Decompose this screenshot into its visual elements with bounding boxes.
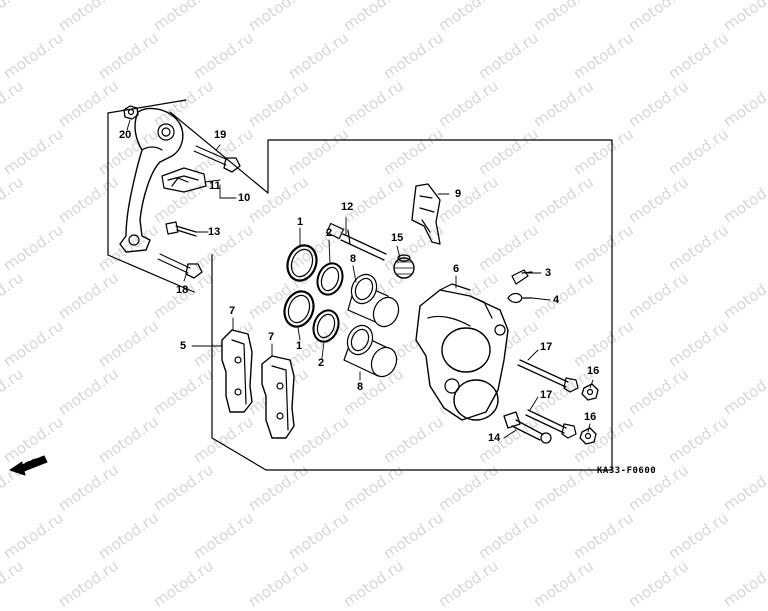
pin-13	[165, 221, 197, 237]
callout-7-right: 7	[268, 331, 275, 343]
callout-18: 18	[176, 284, 189, 296]
callout-5: 5	[180, 340, 187, 352]
diagram-code: KA33-F0600	[597, 466, 657, 476]
bolt-14	[503, 411, 552, 444]
callout-1-bottom: 1	[296, 340, 303, 352]
nut-20	[123, 105, 139, 120]
piston-8-upper	[347, 273, 400, 328]
callout-16-bottom: 16	[584, 411, 597, 423]
callout-7-left: 7	[229, 305, 236, 317]
callout-19: 19	[214, 129, 227, 141]
nut-16-lower	[579, 427, 597, 445]
boot-15	[393, 254, 415, 279]
caliper-body-6	[415, 283, 509, 421]
bleeder-cap-4	[507, 292, 533, 304]
piston-8-lower	[343, 324, 398, 378]
callout-12: 12	[341, 201, 354, 213]
pad-pin-17-lower	[525, 409, 577, 439]
callout-8-top: 8	[350, 253, 357, 265]
piston-seal-1-upper	[286, 244, 318, 282]
exploded-diagram	[9, 99, 613, 476]
brake-pad-7-left	[221, 329, 253, 413]
callout-20: 20	[119, 129, 132, 141]
brake-pad-7-right	[261, 355, 295, 439]
dust-seal-2-upper	[316, 262, 344, 296]
dust-seal-2-lower	[312, 309, 340, 343]
callout-17-bottom: 17	[540, 389, 553, 401]
assembly-boundary	[107, 99, 613, 471]
bolt-19	[193, 145, 241, 173]
callout-6: 6	[453, 263, 460, 275]
pad-spring-11	[161, 167, 207, 193]
bolt-18	[157, 253, 203, 279]
callout-2-bottom: 2	[318, 357, 325, 369]
callout-2-top: 2	[326, 227, 333, 239]
callout-8-bottom: 8	[357, 381, 364, 393]
pad-pin-17-upper	[517, 359, 579, 393]
callout-16-top: 16	[587, 365, 600, 377]
callout-15: 15	[391, 232, 404, 244]
bleeder-valve-3	[511, 269, 533, 285]
leader-lines	[126, 119, 594, 439]
callout-10: 10	[238, 192, 251, 204]
pad-retainer-9	[411, 183, 441, 245]
callout-9: 9	[455, 188, 462, 200]
callout-4: 4	[553, 294, 560, 306]
caliper-bracket	[119, 107, 184, 253]
callout-17-top: 17	[540, 341, 553, 353]
piston-seal-1-lower	[283, 290, 315, 328]
nut-16-upper	[581, 383, 599, 401]
callout-11: 11	[209, 180, 221, 192]
callout-1-top: 1	[297, 216, 304, 228]
callout-14: 14	[488, 432, 501, 444]
front-direction-arrow	[9, 455, 48, 476]
pin-12	[325, 222, 387, 261]
callout-13: 13	[208, 226, 221, 238]
callout-3: 3	[545, 267, 552, 279]
